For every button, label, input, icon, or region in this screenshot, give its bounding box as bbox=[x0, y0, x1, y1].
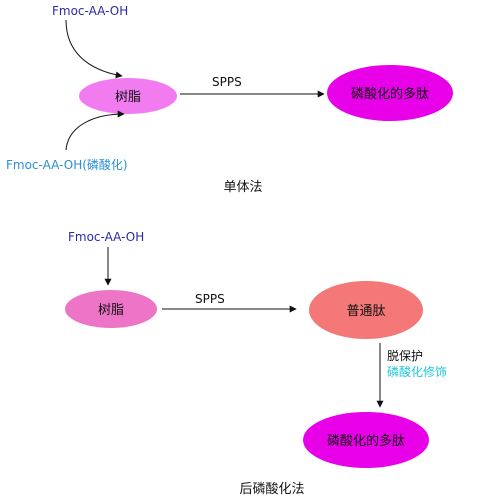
spps-label-top: SPPS bbox=[212, 75, 242, 89]
reagent-fmoc-aa-oh-bottom: Fmoc-AA-OH bbox=[68, 230, 144, 244]
spps-label-bottom: SPPS bbox=[195, 292, 225, 306]
phosphopeptide-node-bottom bbox=[303, 412, 429, 468]
reagent-fmoc-aa-oh-phosphorylated: Fmoc-AA-OH(磷酸化) bbox=[6, 157, 128, 172]
phosphopeptide-node-top bbox=[327, 65, 453, 121]
resin-label-bottom: 树脂 bbox=[98, 303, 124, 318]
curved-arrow-bottom-to-resin bbox=[65, 110, 125, 151]
phosphorylation-modification-label: 磷酸化修饰 bbox=[387, 364, 447, 379]
curved-arrow-top-to-resin bbox=[65, 19, 123, 79]
ordinary-peptide-label: 普通肽 bbox=[346, 304, 385, 319]
ordinary-peptide-node bbox=[309, 281, 423, 339]
post-phosphorylation-scheme: Fmoc-AA-OH 树脂 SPPS 普通肽 脱保护 磷酸化修饰 磷酸化的多肽 … bbox=[65, 230, 447, 497]
phosphopeptide-label-top: 磷酸化的多肽 bbox=[351, 86, 429, 102]
resin-node-top bbox=[79, 78, 177, 114]
monomer-method-caption: 单体法 bbox=[223, 180, 262, 195]
resin-node-bottom bbox=[65, 290, 157, 328]
monomer-method-scheme: Fmoc-AA-OH 树脂 Fmoc-AA-OH(磷酸化) SPPS 磷酸化的多… bbox=[6, 4, 453, 195]
resin-label-top: 树脂 bbox=[115, 90, 141, 105]
deprotection-label: 脱保护 bbox=[387, 348, 423, 363]
post-phosphorylation-caption: 后磷酸化法 bbox=[239, 482, 304, 497]
reagent-fmoc-aa-oh-top: Fmoc-AA-OH bbox=[52, 4, 128, 18]
phosphopeptide-label-bottom: 磷酸化的多肽 bbox=[327, 433, 405, 449]
